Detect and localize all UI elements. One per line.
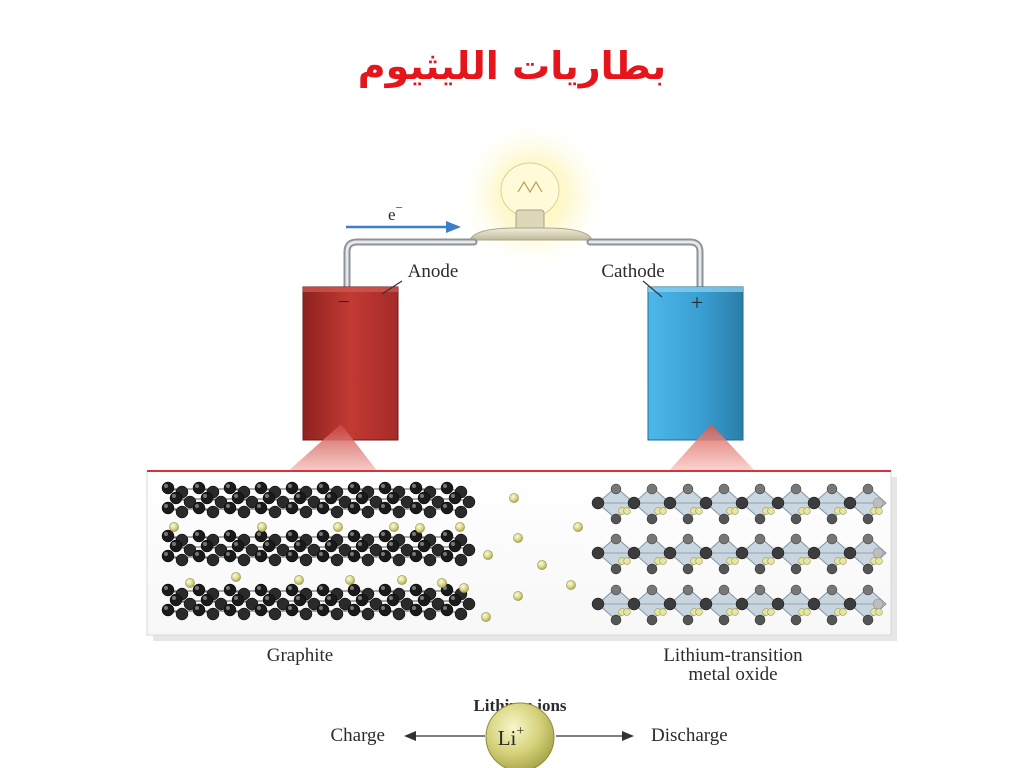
- cathode-label: Cathode: [601, 261, 664, 282]
- charge-label: Charge: [330, 725, 385, 746]
- anode-zoom-callout: [287, 424, 378, 472]
- light-bulb-icon: [455, 117, 611, 273]
- lithium-ion-icon: [485, 702, 555, 768]
- ion-symbol: Li+: [498, 724, 525, 750]
- graphite-structure: [161, 481, 476, 621]
- discharge-label: Discharge: [651, 725, 728, 746]
- cathode-leader-line: [642, 280, 663, 298]
- electron-flow-arrow: [346, 221, 461, 233]
- oxide-caption-line2: metal oxide: [688, 664, 777, 685]
- lithium-ions-layer: [169, 493, 583, 622]
- cathode-zoom-callout: [668, 424, 756, 472]
- graphite-caption: Graphite: [267, 645, 333, 666]
- discharge-arrow: [556, 731, 634, 741]
- anode-label: Anode: [408, 261, 459, 282]
- electron-label: e−: [388, 200, 403, 224]
- cathode-sign: +: [691, 290, 703, 315]
- charge-arrow: [404, 731, 485, 741]
- circuit-wire: [343, 238, 704, 292]
- page-title: بطاريات الليثيوم: [357, 44, 667, 88]
- cathode-electrode: [647, 286, 744, 441]
- anode-electrode: [302, 286, 399, 441]
- anode-leader-line: [381, 280, 403, 295]
- oxide-caption-line1: Lithium-transition: [663, 645, 803, 666]
- anode-sign: −: [338, 289, 350, 314]
- metal-oxide-structure: [591, 483, 887, 626]
